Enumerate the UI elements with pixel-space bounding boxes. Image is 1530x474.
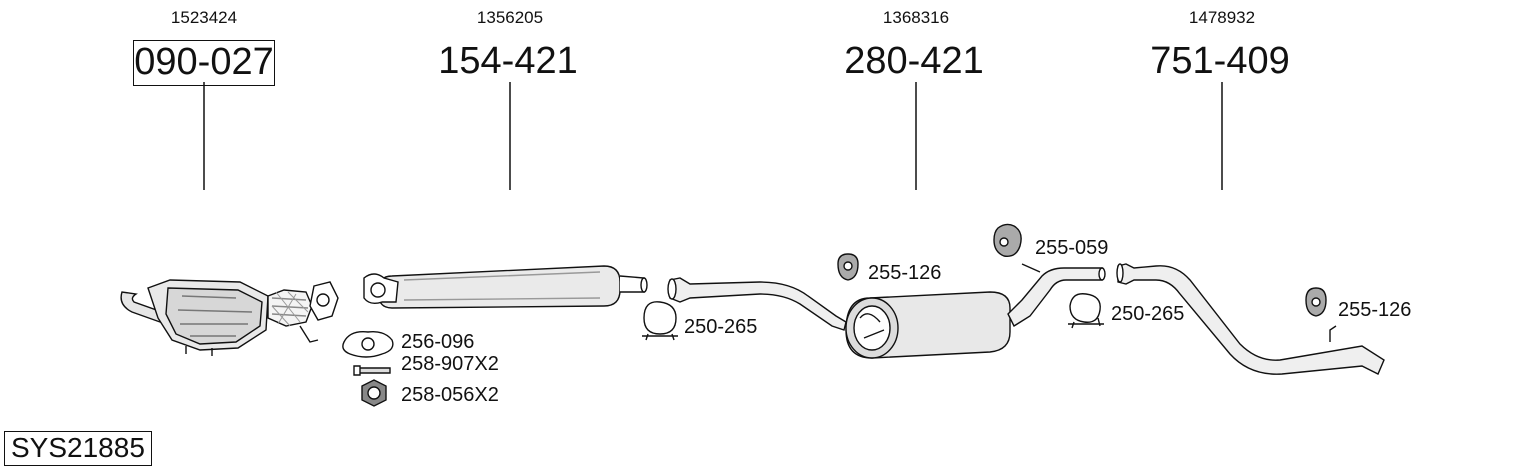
assembly-part-1[interactable]: 090-027	[133, 40, 275, 86]
assembly-ref-2: 1356205	[476, 8, 544, 27]
label-nut: 258-056X2	[401, 384, 499, 406]
rear-pipe-icon[interactable]	[1117, 264, 1384, 374]
label-bolt: 258-907X2	[401, 353, 499, 375]
label-clamp-2: 250-265	[1111, 303, 1185, 325]
front-resonator-icon[interactable]	[364, 266, 647, 308]
clamp-icon-1[interactable]	[642, 302, 678, 340]
hanger-icon-2[interactable]	[994, 224, 1040, 272]
nut-icon[interactable]	[362, 380, 386, 406]
system-code: SYS21885	[4, 431, 152, 467]
label-gasket: 256-096	[401, 331, 475, 353]
assembly-part-3[interactable]: 280-421	[844, 40, 984, 82]
assembly-part-4[interactable]: 751-409	[1150, 40, 1290, 82]
assembly-part-2[interactable]: 154-421	[438, 40, 578, 82]
assembly-ref-1: 1523424	[170, 8, 238, 27]
clamp-icon-2[interactable]	[1068, 294, 1104, 328]
label-hanger-2: 255-059	[1035, 237, 1109, 259]
center-silencer-icon[interactable]	[668, 268, 1105, 358]
assembly-ref-4: 1478932	[1188, 8, 1256, 27]
label-hanger-3: 255-126	[1338, 299, 1412, 321]
assembly-ref-3: 1368316	[882, 8, 950, 27]
hanger-icon-3[interactable]	[1306, 288, 1326, 316]
label-hanger-1: 255-126	[868, 262, 942, 284]
hanger-icon-1[interactable]	[838, 254, 858, 280]
bolt-icon[interactable]	[354, 366, 390, 375]
catalytic-converter-icon[interactable]	[121, 280, 338, 356]
label-clamp-1: 250-265	[684, 316, 758, 338]
